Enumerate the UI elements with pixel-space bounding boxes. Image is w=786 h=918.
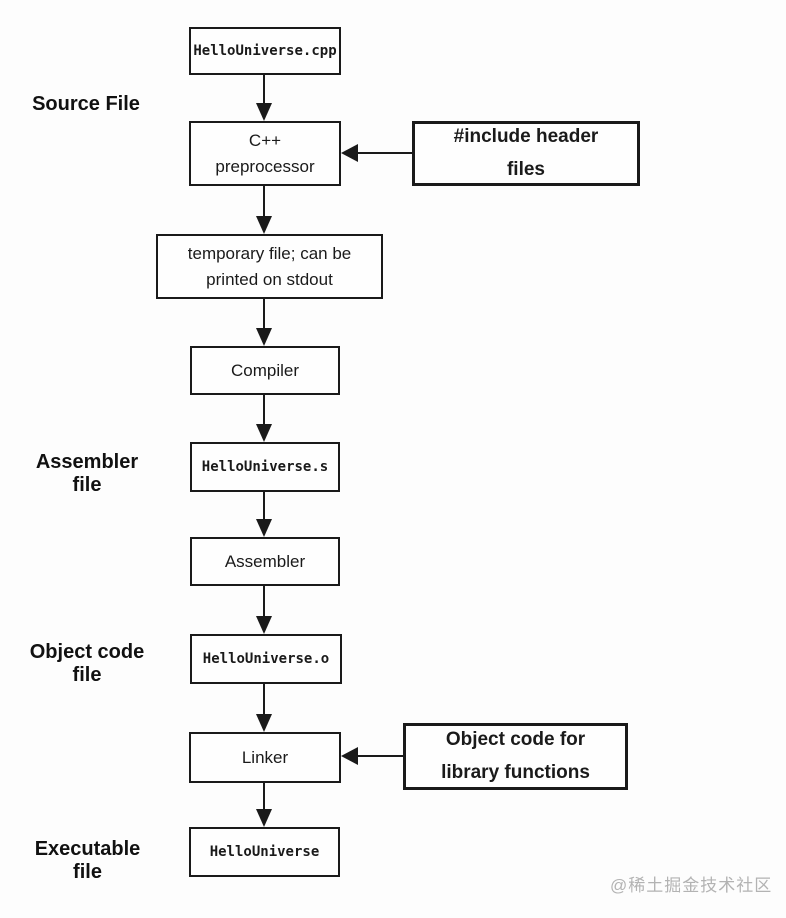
arrowhead-down-icon — [256, 103, 272, 121]
arrow-line — [263, 586, 265, 618]
arrow-line — [263, 783, 265, 811]
node-executable-box: HelloUniverse — [189, 827, 340, 877]
arrow-line — [263, 186, 265, 217]
node-assembly-file-box: HelloUniverse.s — [190, 442, 340, 492]
node-cpp-preprocessor: C++ preprocessor — [189, 121, 341, 186]
arrow-line — [263, 75, 265, 105]
arrowhead-down-icon — [256, 519, 272, 537]
arrow-line — [263, 492, 265, 521]
watermark-text: @稀土掘金技术社区 — [610, 876, 773, 895]
arrowhead-left-icon — [341, 144, 358, 162]
arrow-line — [263, 395, 265, 426]
stage-label-executable-file: Executable file — [34, 838, 141, 883]
arrowhead-down-icon — [256, 328, 272, 346]
node-compiler: Compiler — [190, 346, 340, 395]
stage-label-assembler-file: Assembler file — [35, 451, 139, 496]
arrowhead-down-icon — [256, 424, 272, 442]
node-library-object-code: Object code for library functions — [403, 723, 628, 790]
arrow-line — [356, 755, 403, 757]
stage-label-source-file: Source File — [32, 93, 140, 115]
stage-label-object-code-file: Object code file — [29, 641, 145, 686]
node-include-header-files: #include header files — [412, 121, 640, 186]
arrow-line — [356, 152, 412, 154]
node-source-file-box: HelloUniverse.cpp — [189, 27, 341, 75]
arrowhead-down-icon — [256, 616, 272, 634]
arrowhead-down-icon — [256, 714, 272, 732]
node-assembler: Assembler — [190, 537, 340, 586]
node-linker: Linker — [189, 732, 341, 783]
arrowhead-left-icon — [341, 747, 358, 765]
arrowhead-down-icon — [256, 809, 272, 827]
node-object-file-box: HelloUniverse.o — [190, 634, 342, 684]
arrow-line — [263, 684, 265, 716]
node-temporary-file: temporary file; can be printed on stdout — [156, 234, 383, 299]
arrowhead-down-icon — [256, 216, 272, 234]
arrow-line — [263, 299, 265, 330]
